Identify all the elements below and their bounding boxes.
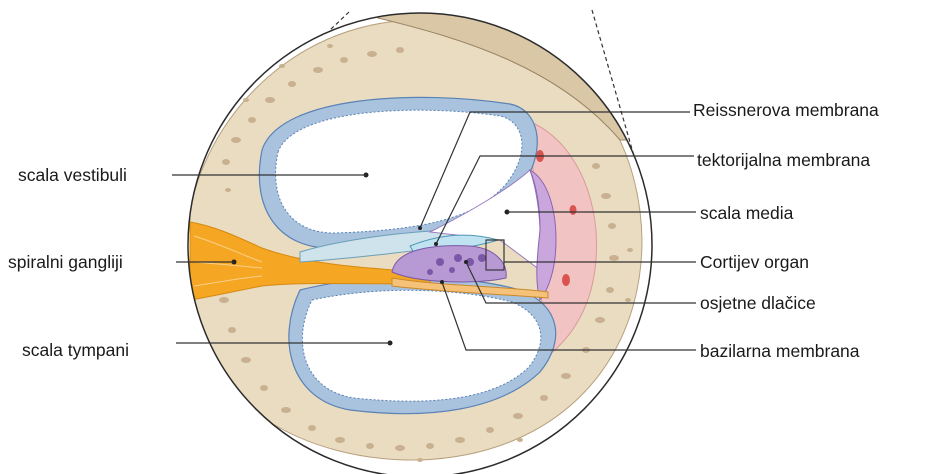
- label-scala-vestibuli: scala vestibuli: [18, 165, 127, 185]
- label-osjetne-dlacice: osjetne dlačice: [700, 293, 816, 313]
- label-bazilarna-membrana: bazilarna membrana: [700, 341, 860, 361]
- label-cortijev-organ: Cortijev organ: [700, 252, 809, 272]
- label-spiralni-gangliji: spiralni gangliji: [8, 252, 123, 272]
- label-reissnerova-membrana: Reissnerova membrana: [693, 100, 879, 120]
- label-scala-tympani: scala tympani: [22, 340, 129, 360]
- label-tektorijalna-membrana: tektorijalna membrana: [697, 150, 870, 170]
- label-scala-media: scala media: [700, 203, 793, 223]
